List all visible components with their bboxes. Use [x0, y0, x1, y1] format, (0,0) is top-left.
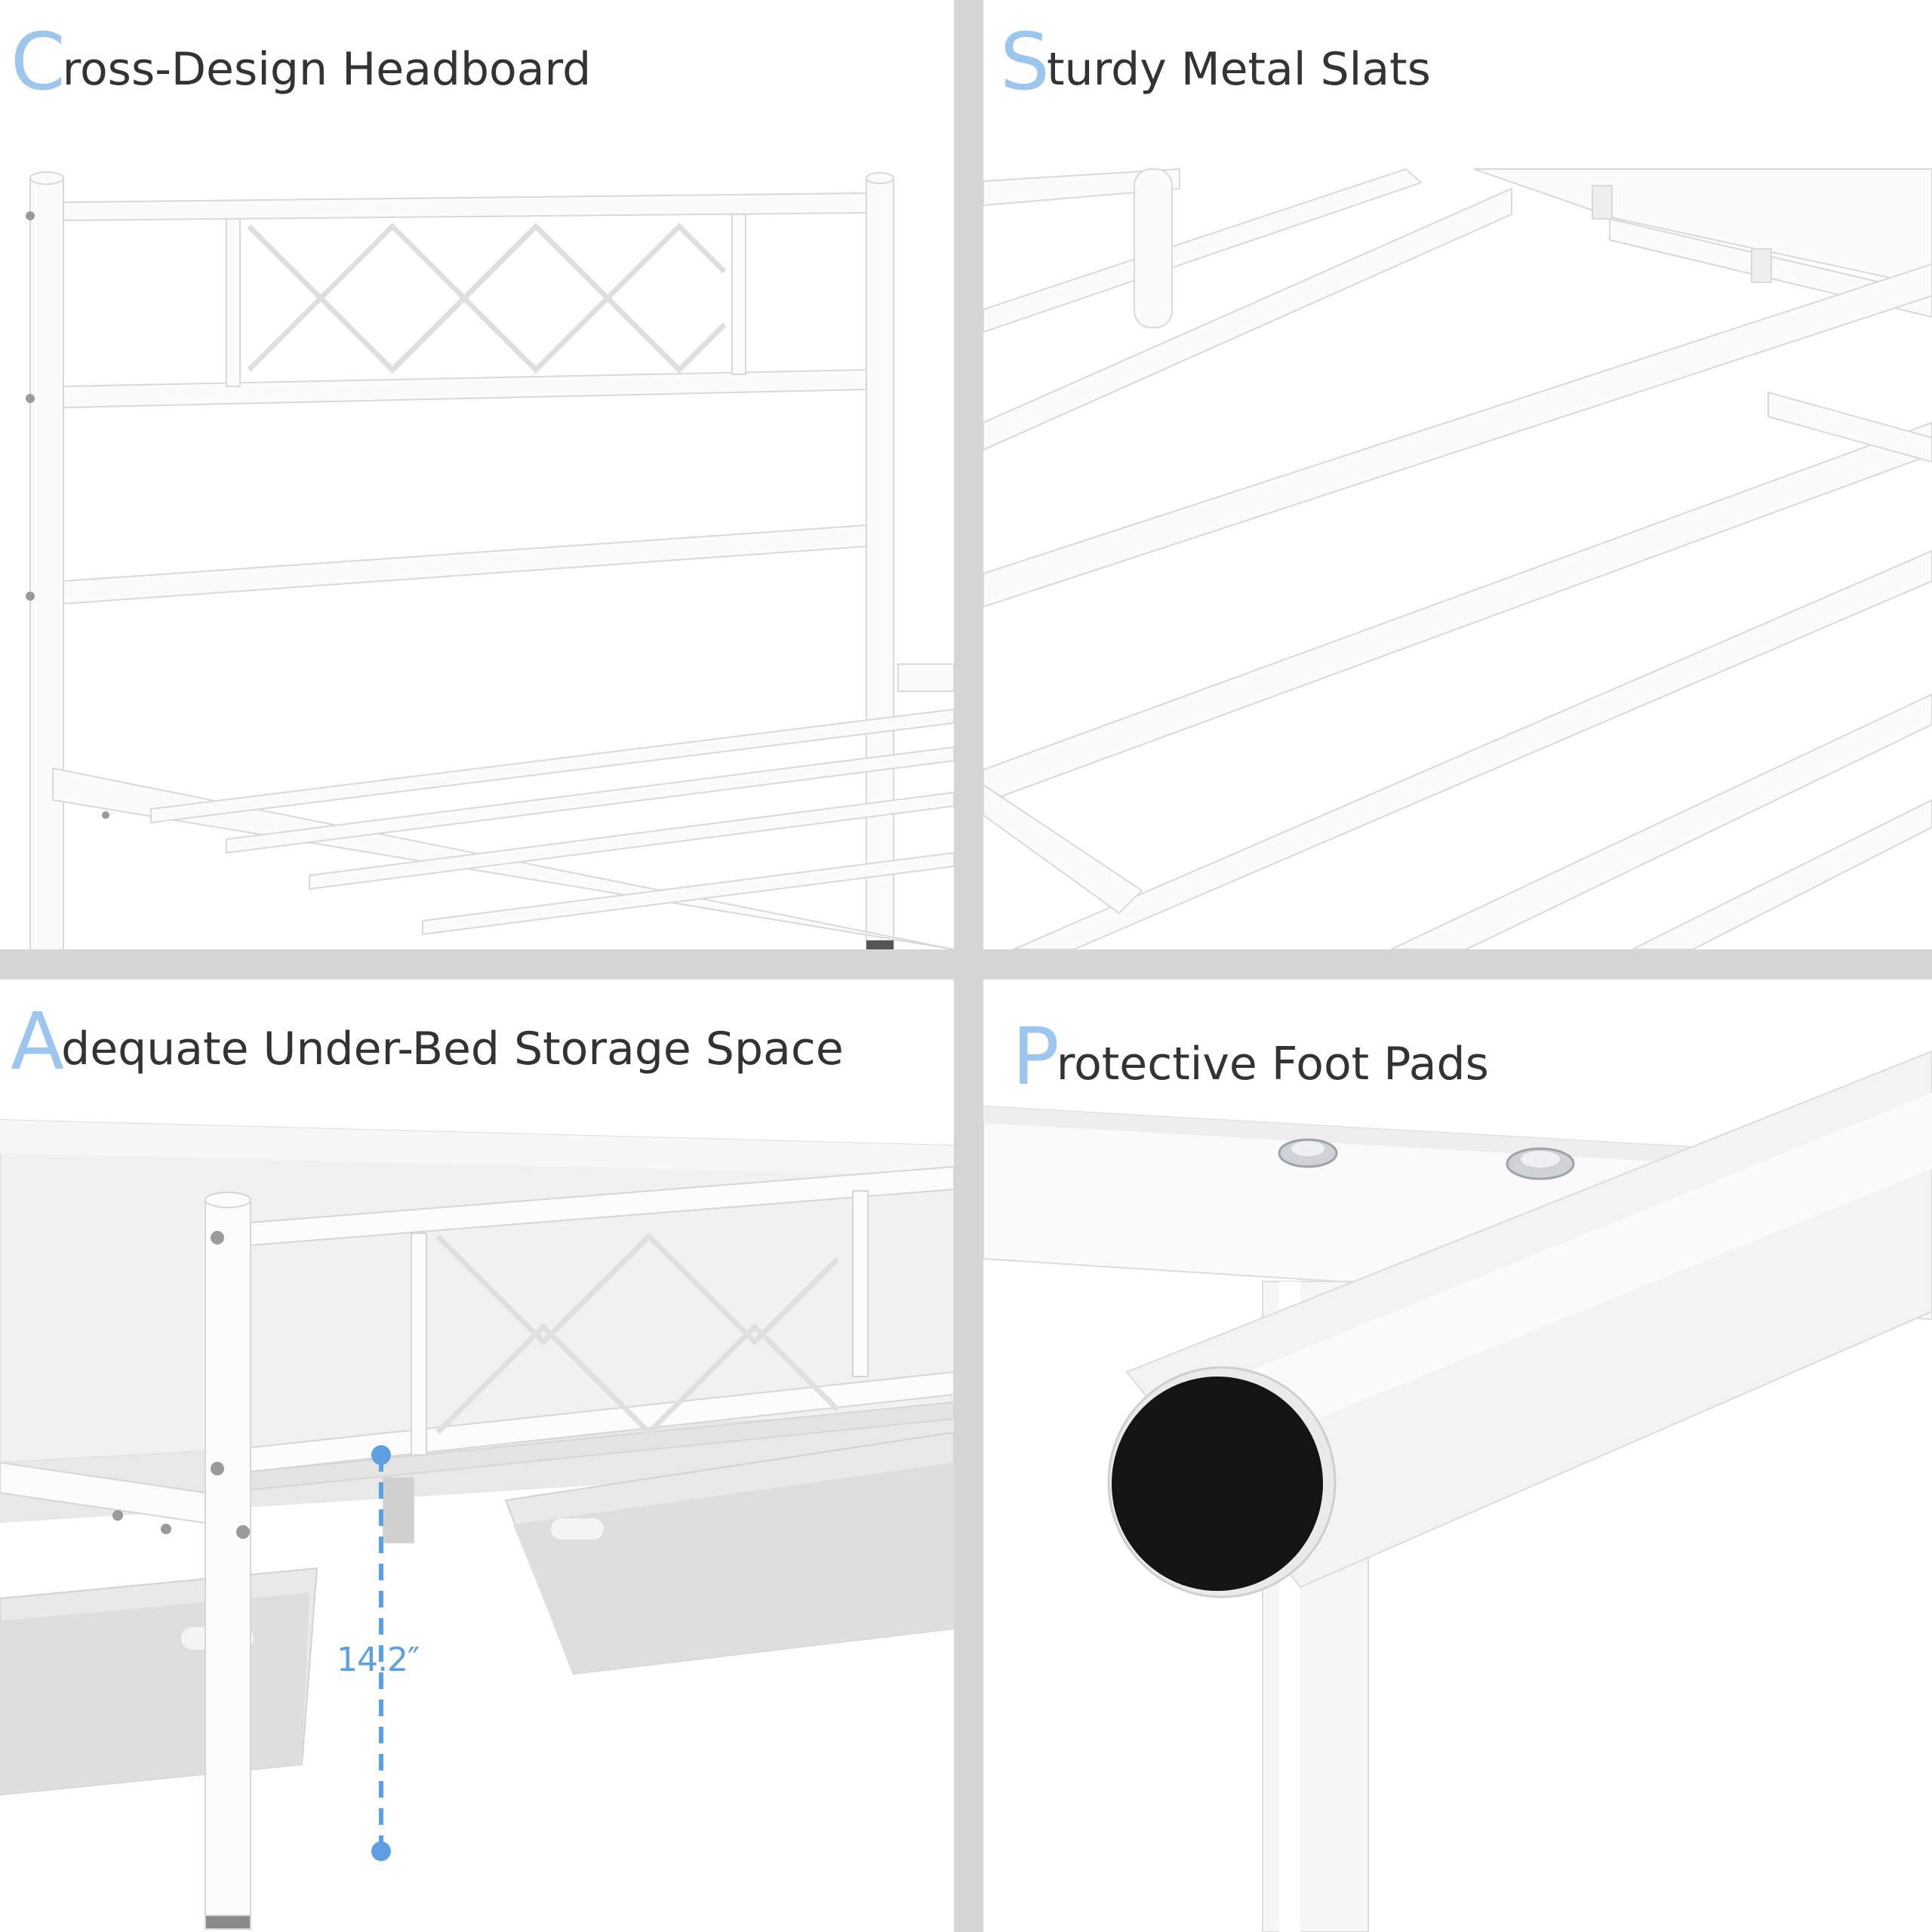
panel-title: Protective Foot Pads	[1012, 1017, 1489, 1096]
title-text: dequate Under-Bed Storage Space	[61, 1023, 844, 1075]
panel-title: Adequate Under-Bed Storage Space	[11, 1002, 844, 1081]
storage-illustration	[0, 980, 954, 1932]
panel-protective-foot-pads: Protective Foot Pads	[983, 980, 1932, 1932]
title-initial: A	[11, 995, 65, 1088]
storage-bin-right	[504, 1431, 954, 1675]
panel-under-bed-storage: Adequate Under-Bed Storage Space	[0, 980, 954, 1932]
storage-bin-left	[0, 1567, 318, 1796]
storage-height-marker	[371, 1445, 391, 1861]
foot-pad	[1112, 1377, 1323, 1591]
panel-title: Sturdy Metal Slats	[1000, 23, 1431, 101]
title-text: ross-Design Headboard	[62, 43, 592, 96]
storage-height-label: 14.2″	[337, 1641, 420, 1679]
slats-illustration	[983, 0, 1932, 949]
panel-sturdy-metal-slats: Sturdy Metal Slats	[983, 0, 1932, 949]
title-initial: P	[1012, 1011, 1060, 1103]
title-text: turdy Metal Slats	[1047, 43, 1431, 96]
headboard-illustration	[0, 0, 954, 949]
panel-title: Cross-Design Headboard	[11, 23, 591, 101]
foot-pad-illustration	[983, 980, 1932, 1932]
title-text: rotective Foot Pads	[1056, 1038, 1489, 1091]
title-initial: S	[1000, 16, 1051, 108]
title-initial: C	[11, 16, 66, 108]
panel-cross-design-headboard: Cross-Design Headboard	[0, 0, 954, 949]
